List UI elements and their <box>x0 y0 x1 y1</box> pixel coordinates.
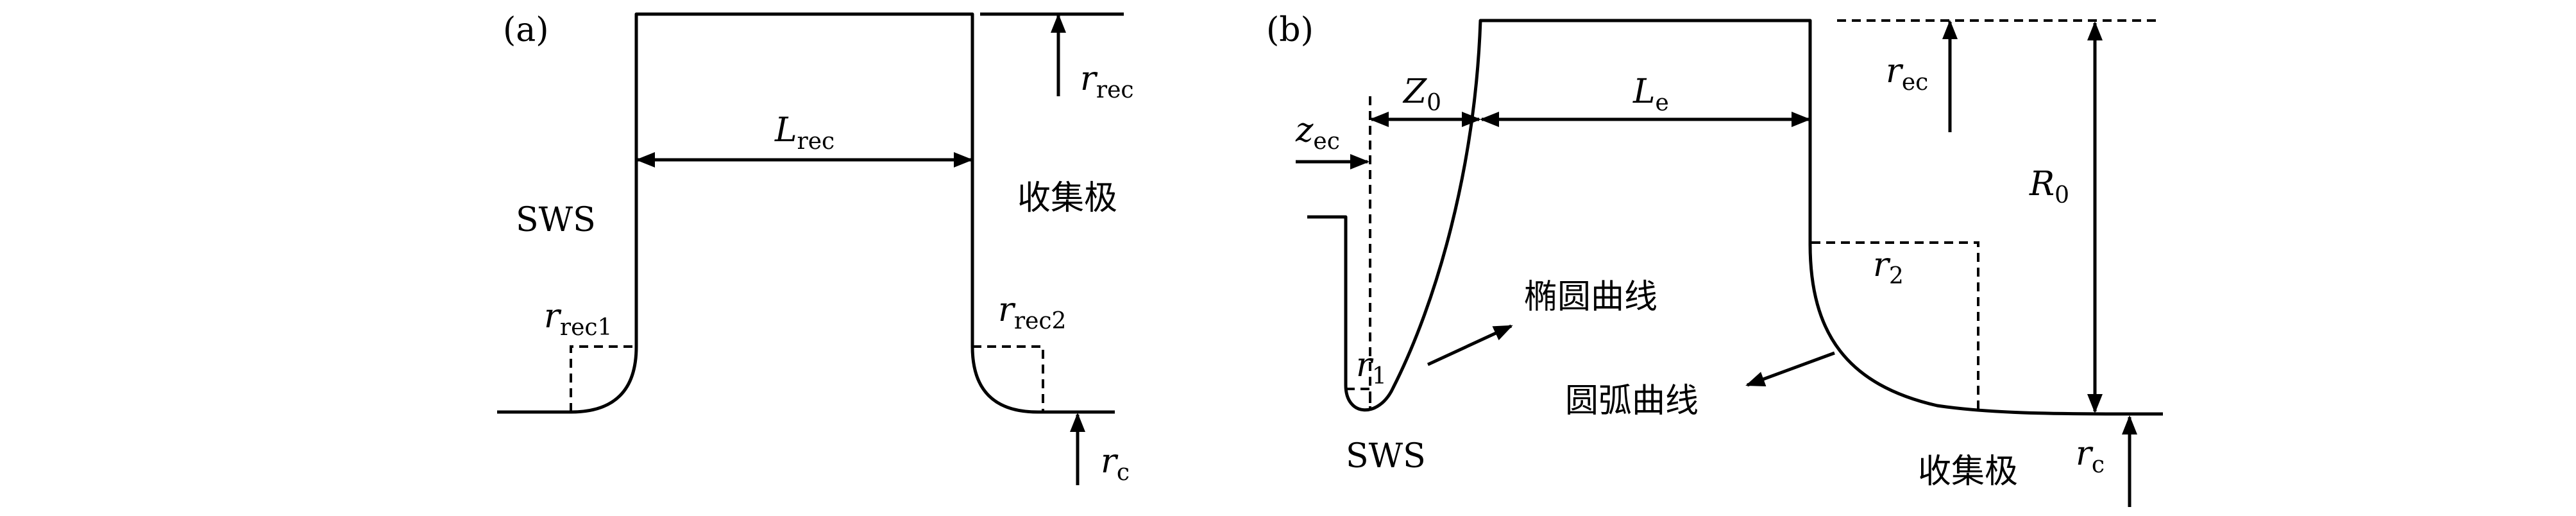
panel-a-tag: (a) <box>503 11 549 49</box>
panel-a-lrec-label: Lrec <box>774 111 835 155</box>
panel-a-rrec2-label: rrec2 <box>998 291 1066 334</box>
panel-b-sws-label: SWS <box>1346 437 1426 476</box>
panel-a-collector-label: 收集极 <box>1017 179 1117 218</box>
panel-a-fillet1-box <box>570 345 636 412</box>
panel-b-rec-label: rec <box>1886 52 1928 96</box>
panel-a-rrec-label: rrec <box>1080 60 1134 103</box>
panel-b: (b) Z0 Le zec rec R0 rc r1 r2 <box>1266 11 2163 507</box>
panel-b-r1-label: r1 <box>1356 346 1387 390</box>
panel-a-outline <box>497 12 1115 414</box>
panel-b-r0-label: R0 <box>2029 165 2069 209</box>
panel-b-arc-callout-arrow <box>1745 351 1835 387</box>
panel-b-ellipse-callout-arrow <box>1427 324 1513 366</box>
panel-a-sws-label: SWS <box>516 201 596 239</box>
panel-b-le-label: Le <box>1632 73 1669 116</box>
panel-b-ellipse-curve-label: 椭圆曲线 <box>1524 278 1657 316</box>
panel-b-outline <box>1344 19 2163 416</box>
panel-b-r1-box <box>1346 388 1371 411</box>
panel-a-rc-label: rc <box>1101 442 1130 486</box>
panel-a-rrec1-label: rrec1 <box>544 297 612 341</box>
panel-b-z0-label: Z0 <box>1402 73 1441 116</box>
panel-a: (a) Lrec rrec rc rrec1 rrec2 SWS 收集极 <box>497 11 1134 486</box>
panel-b-tag: (b) <box>1266 11 1314 49</box>
panel-b-r2-label: r2 <box>1873 246 1904 289</box>
panel-a-fillet2-box <box>972 345 1044 412</box>
panel-b-r2-box <box>1811 241 1979 414</box>
panel-b-zec-label: zec <box>1295 111 1340 155</box>
panel-b-sws-stub <box>1307 215 1348 385</box>
panel-b-arc-curve-label: 圆弧曲线 <box>1565 382 1699 420</box>
panel-b-rc-label: rc <box>2076 434 2105 478</box>
panel-b-collector-label: 收集极 <box>1918 452 2018 491</box>
